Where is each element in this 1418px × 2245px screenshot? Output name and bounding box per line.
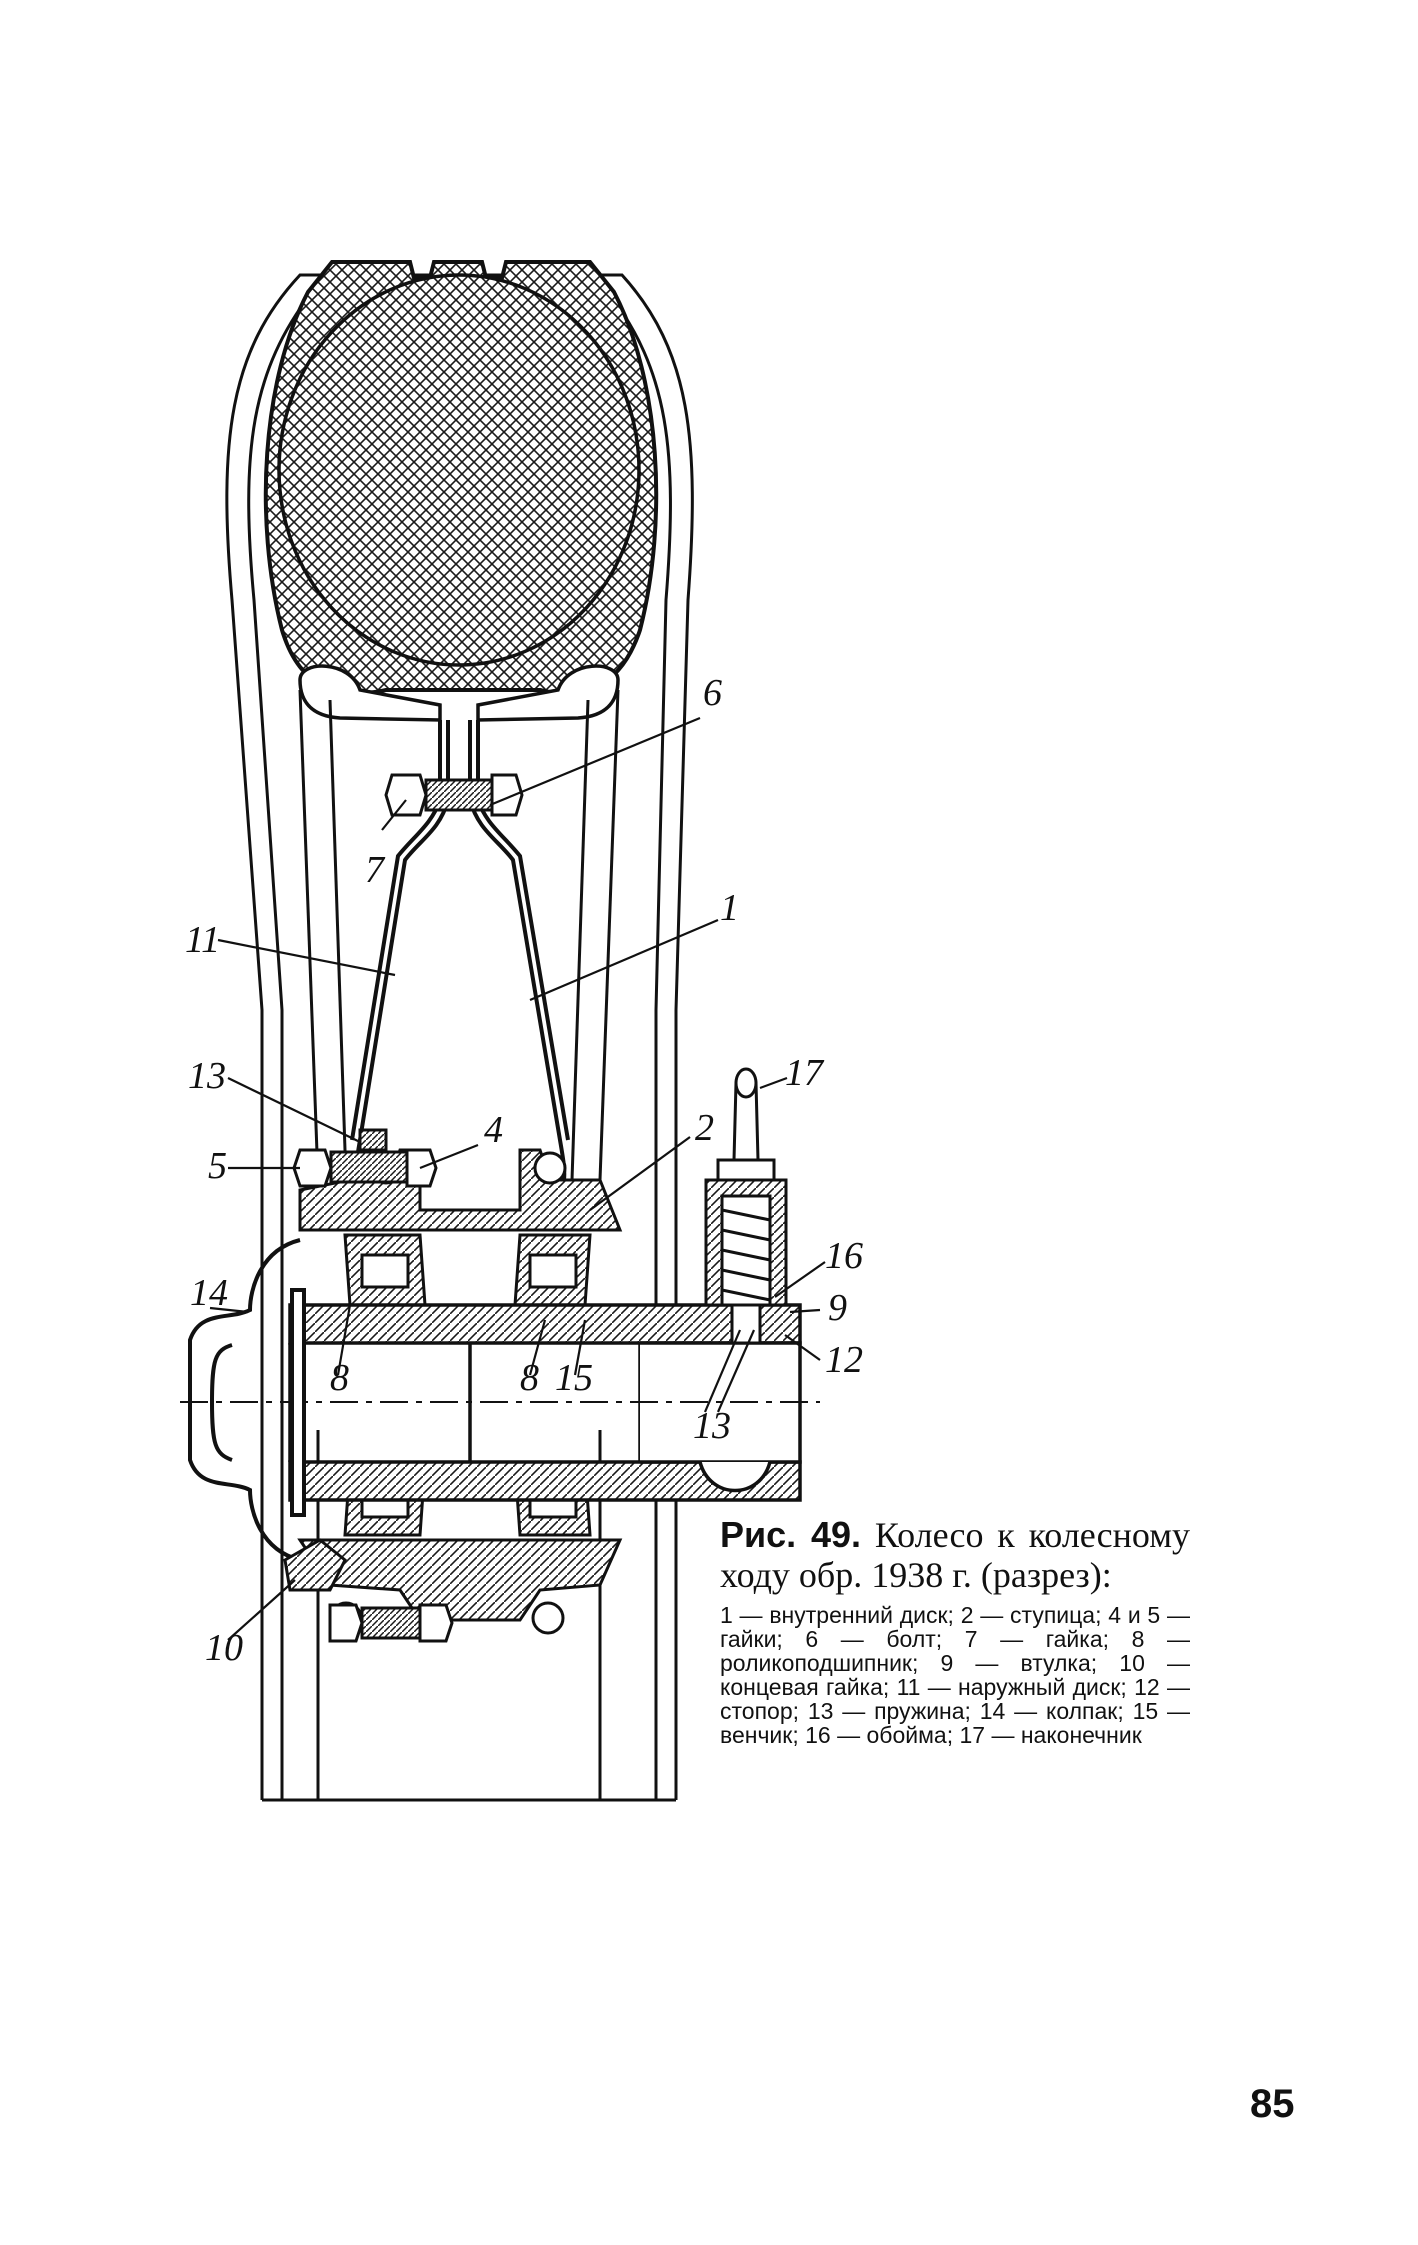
callouts: 6 7 11 1 13 4 5 2 17 16 14 9 8 8 15 12 1… <box>185 672 863 1669</box>
figure-legend: 1 — внутренний диск; 2 — ступица; 4 и 5 … <box>720 1602 1190 1748</box>
upper-bolt <box>384 773 524 817</box>
spring-assembly <box>704 1067 788 1345</box>
callout-2: 2 <box>695 1107 714 1149</box>
caption-title: Рис. 49. Колесо к колесному ходу обр. 19… <box>720 1514 1191 1596</box>
callout-17: 17 <box>785 1052 825 1094</box>
callout-8-right: 8 <box>520 1357 539 1399</box>
callout-15: 15 <box>555 1357 593 1399</box>
page-number: 85 <box>1250 2082 1295 2126</box>
callout-9: 9 <box>828 1287 847 1329</box>
callout-12: 12 <box>825 1339 863 1381</box>
callout-1: 1 <box>720 887 739 929</box>
callout-6: 6 <box>703 672 722 714</box>
callout-13-lower: 13 <box>693 1405 731 1447</box>
leader-lines <box>209 716 826 1641</box>
callout-8-left: 8 <box>330 1357 349 1399</box>
callout-10: 10 <box>205 1627 243 1669</box>
tyre <box>263 260 659 696</box>
figure-title: Колесо к колесному ходу обр. 1938 г. (ра… <box>720 1515 1191 1595</box>
figure-label: Рис. 49. <box>720 1514 862 1555</box>
axle <box>180 1303 820 1502</box>
callout-7: 7 <box>365 849 386 891</box>
callout-14: 14 <box>190 1272 228 1314</box>
callout-16: 16 <box>825 1235 863 1277</box>
rim <box>298 664 620 722</box>
callout-4: 4 <box>484 1109 503 1151</box>
callout-13-upper: 13 <box>188 1055 226 1097</box>
figure-caption: Рис. 49. Колесо к колесному ходу обр. 19… <box>720 1514 1191 1748</box>
cap <box>188 1238 306 1562</box>
callout-11: 11 <box>185 919 220 961</box>
callout-5: 5 <box>208 1145 227 1187</box>
